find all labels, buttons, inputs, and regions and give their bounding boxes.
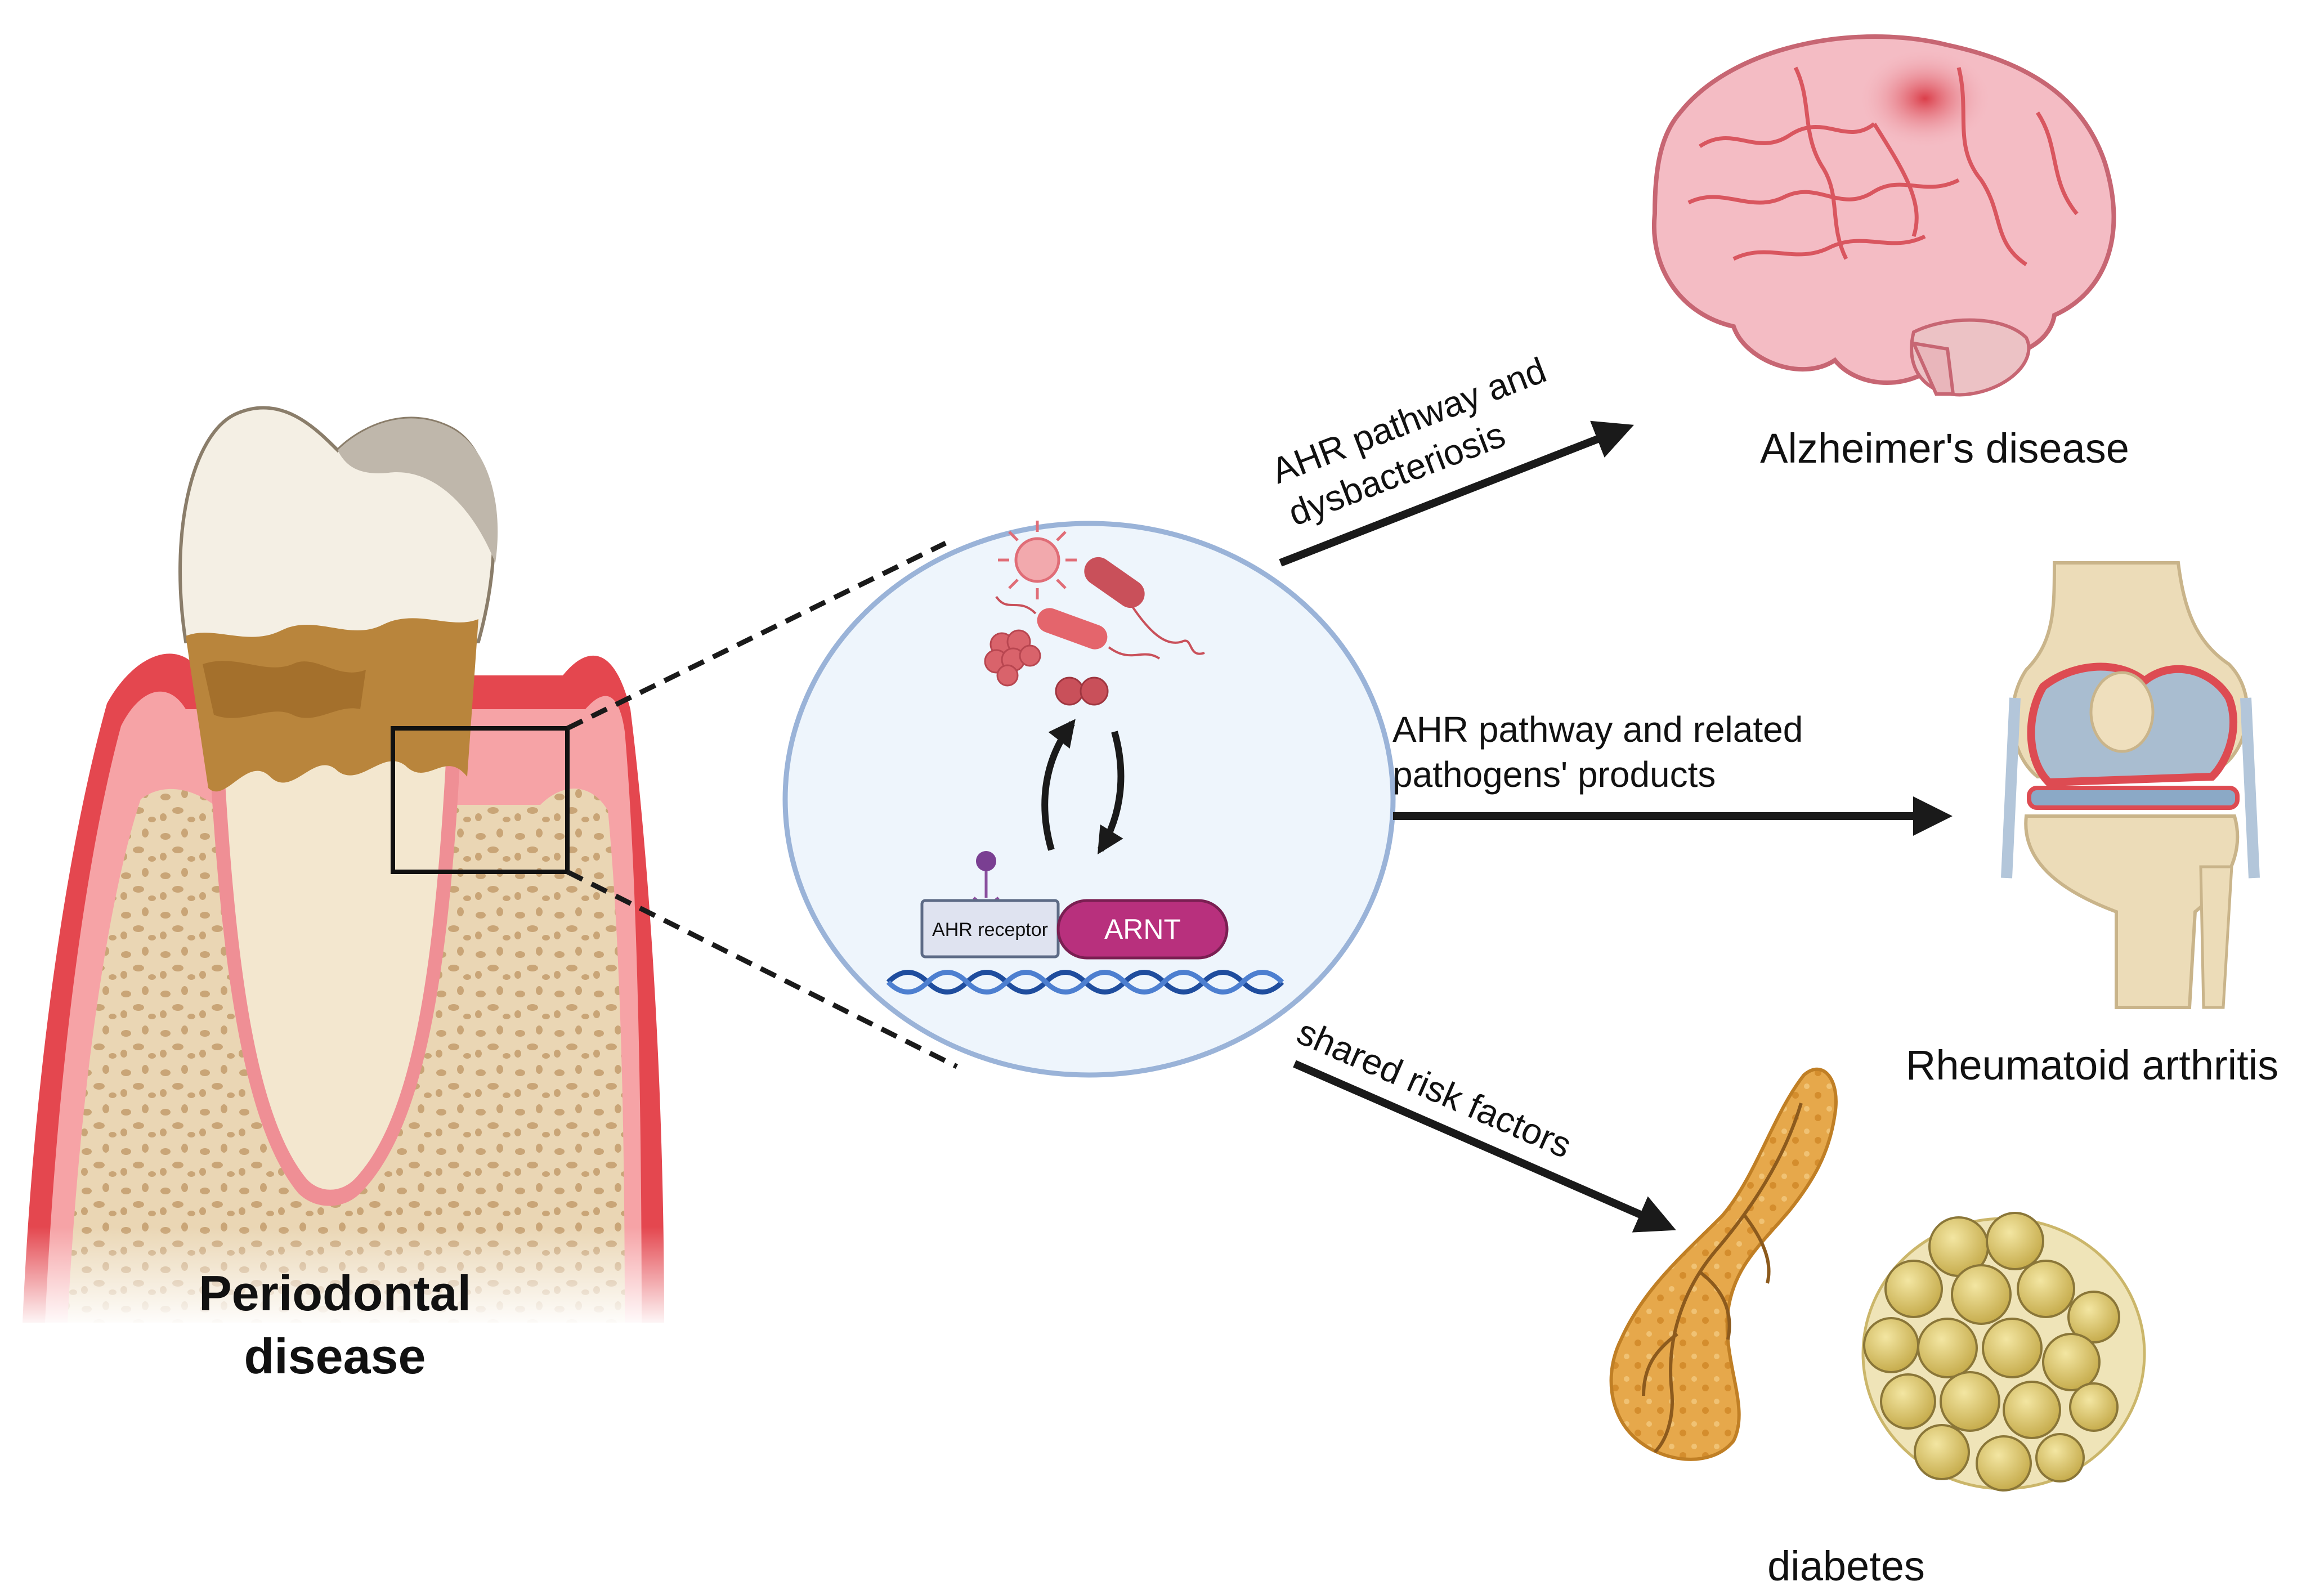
bacteria-icon	[984, 521, 1205, 706]
arrow-to-diabetes	[1293, 1060, 1676, 1233]
diabetes-label: diabetes	[1767, 1543, 1925, 1589]
brain-icon	[1651, 34, 2116, 397]
zoom-box	[391, 726, 570, 874]
pathway-2-label-line2: pathogens' products	[1392, 754, 1716, 795]
periodontal-label-line2: disease	[244, 1328, 426, 1384]
knee-joint-icon	[2001, 561, 2260, 1009]
ahr-receptor-label: AHR receptor	[932, 919, 1048, 940]
arnt-pill	[1056, 899, 1229, 960]
zoom-line-top	[566, 540, 947, 731]
arthritis-label: Rheumatoid arthritis	[1906, 1042, 2278, 1089]
adipose-tissue-icon	[1861, 1212, 2146, 1492]
cycle-arrow-up	[1041, 719, 1076, 851]
dna-icon	[886, 970, 1284, 995]
arrow-to-alzheimers	[1279, 420, 1635, 567]
tooth-icon	[0, 406, 675, 1328]
ligand-icon	[976, 851, 996, 871]
pancreas-icon	[1609, 1067, 1838, 1461]
periodontal-label-line1: Periodontal	[199, 1265, 471, 1321]
alzheimers-label: Alzheimer's disease	[1760, 425, 2129, 472]
pathway-3-label: shared risk factors	[1291, 1011, 1577, 1166]
zoom-line-bottom	[566, 869, 959, 1069]
cycle-arrow-down	[1097, 731, 1125, 855]
pathway-2-label-line1: AHR pathway and related	[1392, 709, 1803, 750]
mechanism-circle: AHR receptor ARNT	[782, 521, 1396, 1078]
arnt-label: ARNT	[1104, 913, 1181, 945]
